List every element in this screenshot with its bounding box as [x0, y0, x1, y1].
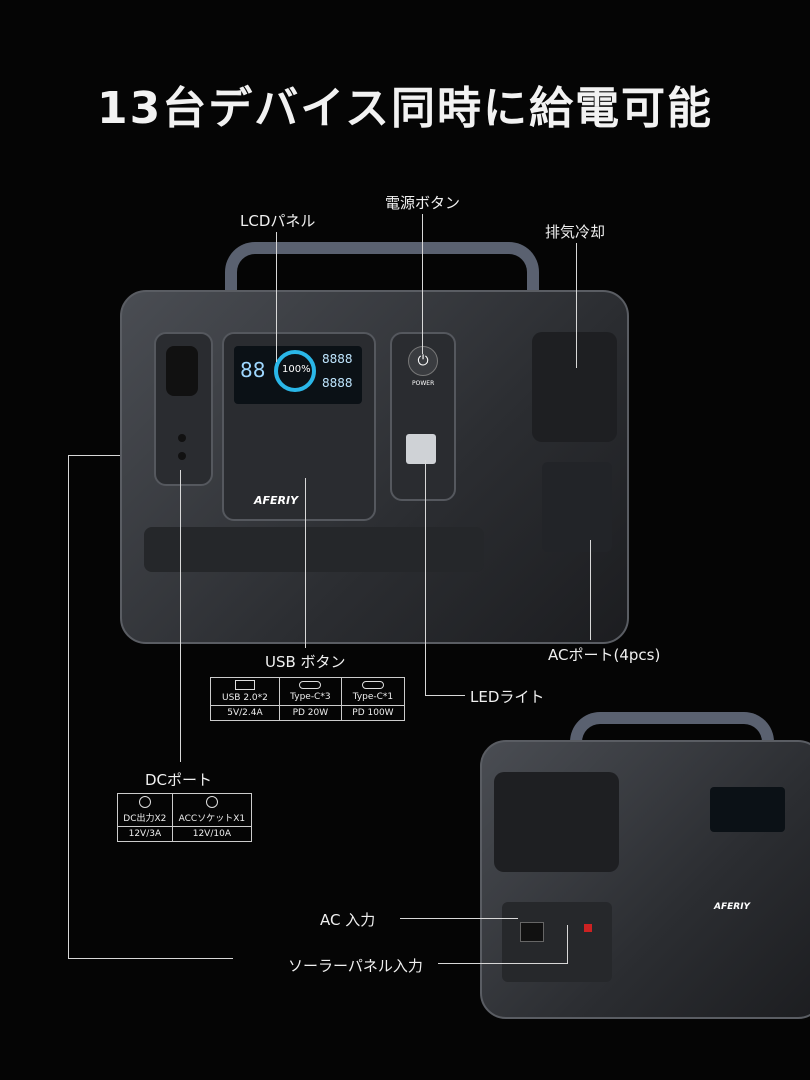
rear-fan: [494, 772, 619, 872]
dc-cell: ACCソケットX1: [171, 793, 253, 827]
car-socket: [166, 346, 198, 396]
lcd-screen: 88 100% 8888 8888: [234, 346, 362, 404]
lcd-input-value: 8888: [322, 352, 353, 366]
callout-power-button: 電源ボタン: [385, 194, 461, 212]
exhaust-fan: [532, 332, 617, 442]
usb-spec-table: USB 2.0*2 Type-C*3 Type-C*1 5V/2.4A PD 2…: [210, 677, 406, 721]
callout-line: [276, 232, 277, 362]
power-station-front: 88 100% 8888 8888 AFERIY ⏻ POWER: [120, 290, 629, 644]
usb-c-cell: Type-C*1: [340, 677, 406, 706]
usb-name: Type-C*3: [290, 692, 331, 702]
dc-panel: [154, 332, 213, 486]
dc-port: [178, 434, 186, 442]
lcd-left-value: 88: [240, 358, 266, 382]
brand-logo: AFERIY: [714, 902, 751, 912]
lcd-percent: 100%: [282, 364, 311, 375]
lcd-output-value: 8888: [322, 376, 353, 390]
usb-spec: PD 100W: [340, 705, 406, 721]
usb-name: Type-C*1: [352, 692, 394, 702]
callout-exhaust: 排気冷却: [545, 223, 606, 241]
lcd-battery-ring: 100%: [274, 350, 316, 392]
callout-ac-port: ACポート(4pcs): [548, 646, 661, 664]
dc-spec: 12V/3A: [117, 826, 173, 842]
dc-cell: DC出力X2: [117, 793, 173, 827]
callout-line: [576, 243, 577, 368]
callout-line: [425, 460, 426, 695]
rear-input-panel: [502, 902, 612, 982]
power-panel: ⏻ POWER: [390, 332, 456, 501]
dc-port: [178, 452, 186, 460]
center-panel: 88 100% 8888 8888 AFERIY: [222, 332, 376, 521]
usb-spec: PD 20W: [278, 705, 342, 721]
brand-logo: AFERIY: [254, 494, 299, 507]
callout-ac-input: AC 入力: [320, 911, 376, 929]
callout-usb-button: USB ボタン: [265, 653, 346, 671]
power-station-back: AFERIY: [480, 740, 810, 1019]
dc-spec-table: DC出力X2 ACCソケットX1 12V/3A 12V/10A: [117, 793, 253, 842]
power-button[interactable]: ⏻: [408, 346, 438, 376]
callout-line: [400, 918, 518, 919]
callout-line: [305, 478, 306, 648]
ac-outlets: [542, 462, 612, 552]
callout-dc-port: DCポート: [145, 771, 213, 789]
lcd-screen-rear: [710, 787, 785, 832]
dc-name: DC出力X2: [123, 814, 167, 824]
usb-a-cell: USB 2.0*2: [210, 677, 280, 706]
front-vent: [144, 527, 484, 572]
car-socket-icon: [205, 796, 218, 808]
callout-lcd: LCDパネル: [240, 212, 316, 230]
ac-input-port: [520, 922, 544, 942]
usb-c-icon: [361, 681, 384, 689]
callout-arrow: [68, 958, 233, 959]
led-light: [406, 434, 436, 464]
callout-line: [422, 214, 423, 354]
dc-name: ACCソケットX1: [178, 814, 246, 824]
callout-line: [567, 925, 568, 963]
power-label: POWER: [412, 380, 435, 387]
page-title: 13台デバイス同時に給電可能: [97, 83, 713, 134]
dc-barrel-icon: [138, 796, 151, 808]
callout-line: [425, 695, 465, 696]
callout-solar-input: ソーラーパネル入力: [288, 957, 423, 975]
usb-spec: 5V/2.4A: [210, 705, 280, 721]
dc-spec: 12V/10A: [171, 826, 253, 842]
usb-c-icon: [299, 681, 322, 689]
callout-line: [68, 455, 69, 958]
usb-name: USB 2.0*2: [221, 693, 268, 703]
usb-a-icon: [234, 680, 255, 690]
usb-c-cell: Type-C*3: [278, 677, 342, 706]
callout-led-light: LEDライト: [470, 688, 545, 706]
callout-line: [180, 470, 181, 762]
callout-line: [438, 963, 568, 964]
callout-line: [590, 540, 591, 640]
solar-input-port: [584, 924, 592, 932]
callout-line: [68, 455, 120, 456]
